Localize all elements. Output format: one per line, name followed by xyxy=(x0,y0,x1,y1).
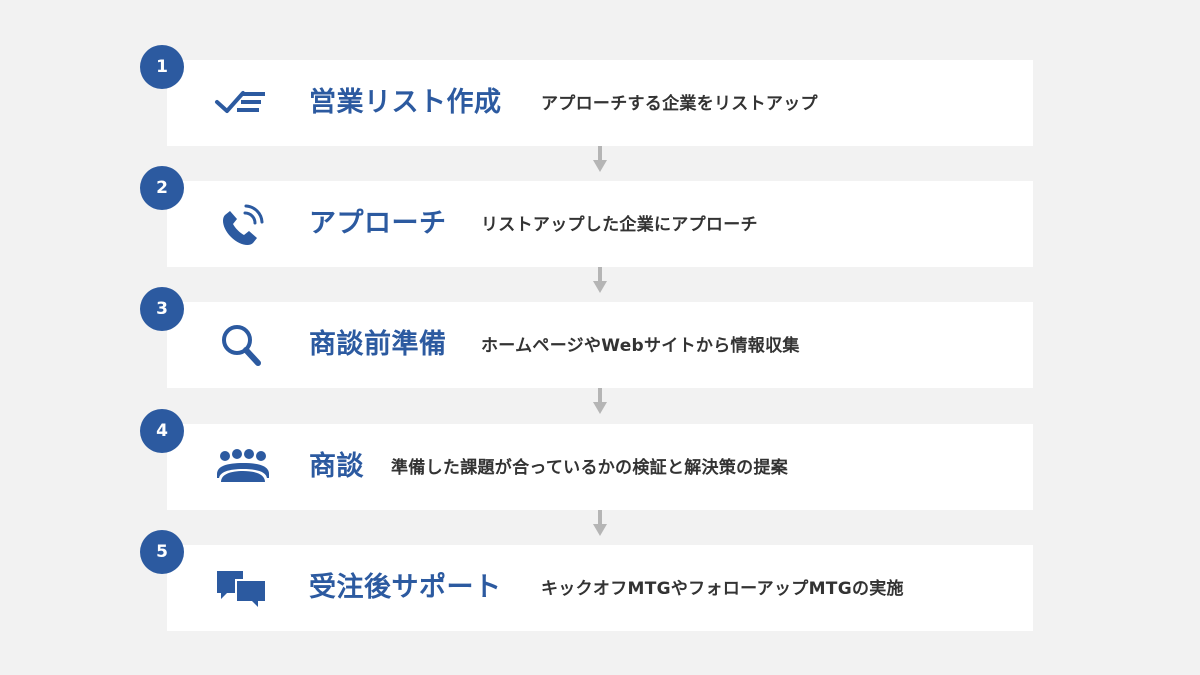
step-card: 受注後サポート キックオフMTGやフォローアップMTGの実施 xyxy=(167,545,1033,631)
step-description: アプローチする企業をリストアップ xyxy=(541,94,818,114)
step-number-badge: 4 xyxy=(140,409,184,453)
step-card: 営業リスト作成 アプローチする企業をリストアップ xyxy=(167,60,1033,146)
step-number-badge: 1 xyxy=(140,45,184,89)
step-title: 営業リスト作成 xyxy=(309,87,502,118)
step-number-badge: 2 xyxy=(140,166,184,210)
list-check-icon xyxy=(213,78,271,128)
step-description: リストアップした企業にアプローチ xyxy=(481,215,758,235)
down-arrow-icon xyxy=(592,510,608,538)
phone-icon xyxy=(213,199,271,249)
step-number-badge: 3 xyxy=(140,287,184,331)
meeting-icon xyxy=(213,442,271,492)
step-description: 準備した課題が合っているかの検証と解決策の提案 xyxy=(391,458,789,478)
down-arrow-icon xyxy=(592,267,608,295)
step-title: 受注後サポート xyxy=(309,572,502,603)
search-icon xyxy=(213,320,271,370)
step-title: 商談前準備 xyxy=(309,329,447,360)
step-title: 商談 xyxy=(309,451,364,482)
step-description: ホームページやWebサイトから情報収集 xyxy=(481,336,800,356)
down-arrow-icon xyxy=(592,146,608,174)
step-card: アプローチ リストアップした企業にアプローチ xyxy=(167,181,1033,267)
step-description: キックオフMTGやフォローアップMTGの実施 xyxy=(541,579,904,599)
step-card: 商談前準備 ホームページやWebサイトから情報収集 xyxy=(167,302,1033,388)
chat-bubbles-icon xyxy=(213,563,271,613)
step-title: アプローチ xyxy=(309,208,447,239)
step-number-badge: 5 xyxy=(140,530,184,574)
step-card: 商談 準備した課題が合っているかの検証と解決策の提案 xyxy=(167,424,1033,510)
down-arrow-icon xyxy=(592,388,608,416)
